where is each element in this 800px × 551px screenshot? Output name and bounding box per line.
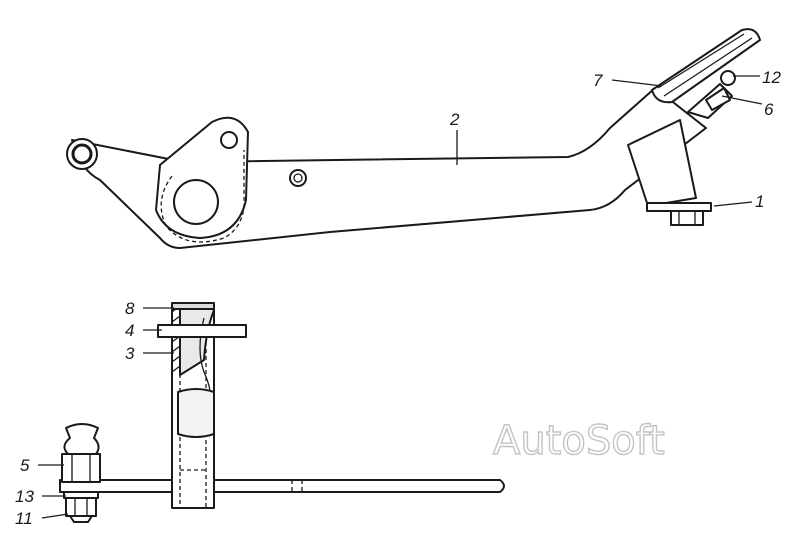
stop-block bbox=[627, 119, 697, 207]
pad-pin bbox=[705, 87, 731, 111]
callout-8: 8 bbox=[125, 299, 135, 318]
callout-7: 7 bbox=[593, 71, 603, 90]
callout-6: 6 bbox=[764, 100, 774, 119]
callout-1: 1 bbox=[755, 192, 764, 211]
lever-end-eye-inner bbox=[71, 143, 93, 165]
callout-2: 2 bbox=[449, 110, 460, 129]
callout-13: 13 bbox=[15, 487, 34, 506]
pedal-rod bbox=[59, 479, 505, 493]
pad-pivot-pin bbox=[720, 70, 736, 86]
bolt-nut bbox=[61, 453, 101, 483]
stop-washer bbox=[646, 202, 712, 212]
bolt-locknut bbox=[65, 497, 97, 517]
pedal-stop bbox=[627, 119, 712, 226]
callout-4: 4 bbox=[125, 321, 134, 340]
cross-pin bbox=[157, 324, 247, 338]
tube-cap bbox=[171, 302, 215, 310]
bolt-head bbox=[63, 423, 100, 455]
hidden-pivot-outline bbox=[160, 150, 245, 243]
pad-rubber-line bbox=[657, 33, 745, 89]
callout-12: 12 bbox=[762, 68, 781, 87]
watermark-text: AutoSoft bbox=[493, 418, 665, 464]
tube-bushing bbox=[177, 388, 215, 438]
pad-rubber-line2 bbox=[663, 37, 753, 97]
rod-body bbox=[59, 479, 505, 493]
lever-rivet bbox=[289, 169, 307, 187]
tube-assembly bbox=[157, 302, 247, 509]
stop-nut bbox=[670, 210, 704, 226]
callout-11: 11 bbox=[15, 509, 33, 528]
pad-plate bbox=[651, 28, 761, 104]
pedal-lever bbox=[66, 87, 707, 249]
pedal-pad bbox=[651, 28, 761, 119]
adjusting-bolt bbox=[61, 423, 101, 523]
callout-5: 5 bbox=[20, 456, 30, 475]
lever-rivet-inner bbox=[293, 173, 303, 183]
pivot-bore bbox=[173, 179, 219, 225]
callout-3: 3 bbox=[125, 344, 135, 363]
plate-hole bbox=[220, 131, 238, 149]
callouts: 1 2 7 12 6 8 4 3 5 13 11 bbox=[15, 68, 781, 528]
leader-lines bbox=[38, 75, 763, 519]
